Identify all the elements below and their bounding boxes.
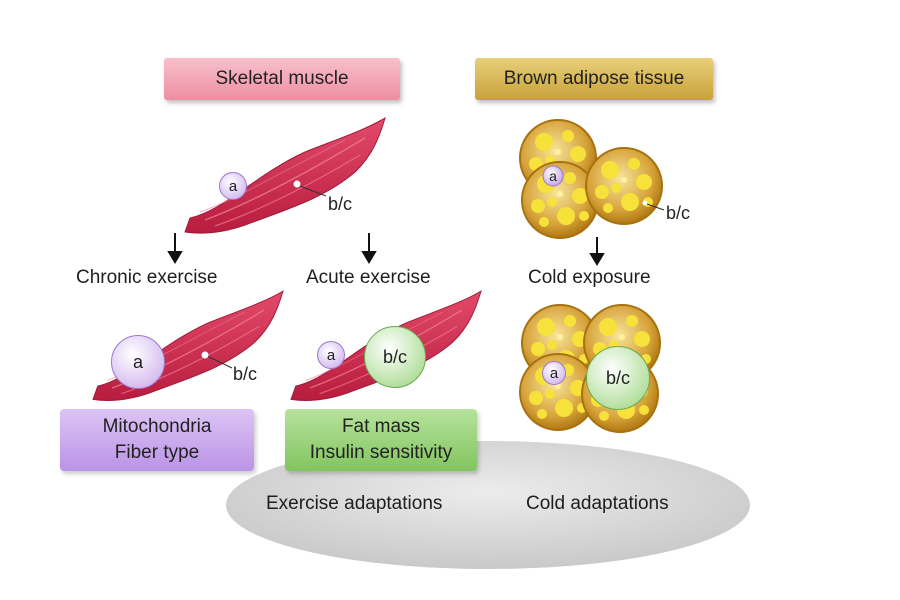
chronic-outcome-box: Mitochondria Fiber type bbox=[60, 409, 254, 471]
acute-outcome-box: Fat mass Insulin sensitivity bbox=[285, 409, 477, 471]
label-a-text: a bbox=[228, 177, 238, 195]
label-a-text: a bbox=[132, 351, 143, 372]
label-bc-text: b/c bbox=[605, 367, 630, 388]
circle-a-cold: a bbox=[542, 361, 566, 385]
label-bc-adipose-top: b/c bbox=[666, 203, 691, 223]
circle-bc-acute: b/c bbox=[364, 326, 426, 388]
label-bc-chronic: b/c bbox=[233, 364, 258, 384]
circle-a-acute: a bbox=[317, 341, 345, 369]
acute-exercise-label: Acute exercise bbox=[306, 267, 431, 288]
label-a-text: a bbox=[549, 364, 559, 382]
outcome-insulin-sensitivity: Insulin sensitivity bbox=[309, 442, 453, 463]
exercise-adaptations-label: Exercise adaptations bbox=[266, 493, 443, 514]
circle-bc-cold: b/c bbox=[586, 346, 650, 410]
label-a-muscle-top: a bbox=[219, 172, 247, 200]
label-a-text: a bbox=[549, 168, 557, 184]
outcome-mitochondria: Mitochondria bbox=[102, 416, 212, 437]
adaptation-ellipse bbox=[226, 441, 750, 569]
skeletal-muscle-header: Skeletal muscle bbox=[164, 58, 400, 100]
outcome-fiber-type: Fiber type bbox=[114, 442, 200, 463]
chronic-exercise-label: Chronic exercise bbox=[76, 267, 218, 288]
label-bc-text: b/c bbox=[382, 346, 407, 367]
cold-exposure-label: Cold exposure bbox=[528, 267, 651, 288]
label-a-text: a bbox=[326, 346, 336, 364]
cold-adaptations-label: Cold adaptations bbox=[526, 493, 669, 514]
outcome-fat-mass: Fat mass bbox=[341, 416, 421, 437]
circle-a-chronic: a bbox=[111, 335, 165, 389]
brown-adipose-header: Brown adipose tissue bbox=[475, 58, 713, 100]
arrow-icons bbox=[167, 233, 605, 266]
circle-a-adipose-top: a bbox=[543, 166, 563, 186]
label-bc-muscle-top: b/c bbox=[328, 194, 353, 214]
